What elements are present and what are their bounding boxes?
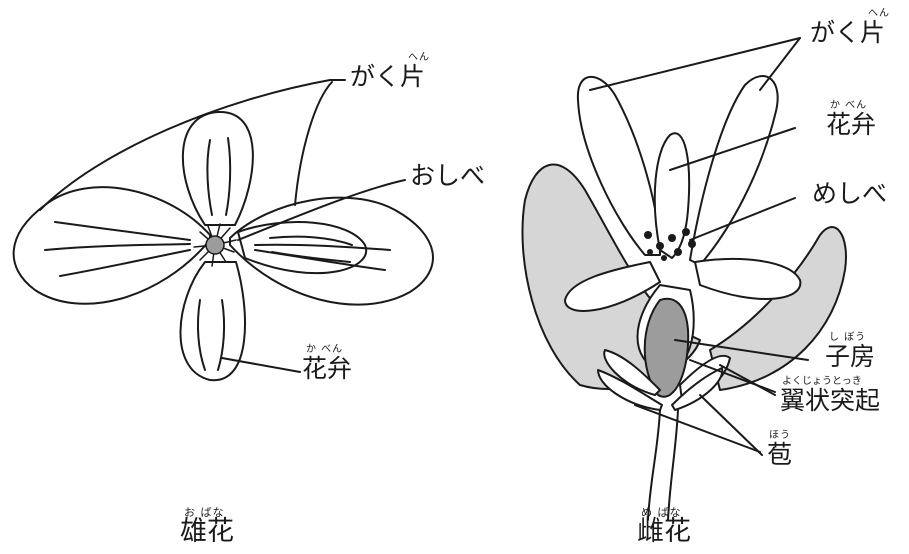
female-sepal-text: がく片 xyxy=(810,19,890,47)
female-ovary-label: し ぼう 子房 xyxy=(825,332,875,371)
female-bract-text: 苞 xyxy=(767,441,792,469)
male-sepal-text: がく片 xyxy=(350,63,430,91)
female-sepal-label: へん がく片 xyxy=(810,8,890,47)
female-stem xyxy=(648,410,678,520)
male-caption-text: 雄花 xyxy=(180,518,234,546)
male-petal-bottom xyxy=(180,262,245,380)
female-pistil-text: めしべ xyxy=(812,180,887,208)
female-pistil-label: めしべ xyxy=(812,180,887,208)
female-ovary-text: 子房 xyxy=(825,343,875,371)
female-bract-label: ほう 苞 xyxy=(767,430,792,469)
male-flower-drawing xyxy=(14,80,433,380)
female-wing-label: よくじょうとっき 翼状突起 xyxy=(780,376,880,415)
male-stamen-text: おしべ xyxy=(410,162,485,190)
male-petal-label: か べん 花弁 xyxy=(302,344,352,383)
male-stamen-label: おしべ xyxy=(410,162,485,190)
female-caption: め ばな 雌花 xyxy=(637,507,691,546)
female-petal-label: か べん 花弁 xyxy=(826,100,876,139)
female-petal-right xyxy=(695,259,800,299)
male-caption: お ばな 雄花 xyxy=(180,507,234,546)
female-sepal-upper-right xyxy=(690,76,778,265)
female-wing-text: 翼状突起 xyxy=(780,387,880,415)
male-petal-top xyxy=(183,112,253,225)
male-petal-text: 花弁 xyxy=(302,355,352,383)
female-caption-text: 雌花 xyxy=(637,518,691,546)
female-petal-text: 花弁 xyxy=(826,111,876,139)
male-sepal-label: へん がく片 xyxy=(350,52,430,91)
female-flower-drawing xyxy=(522,38,846,520)
